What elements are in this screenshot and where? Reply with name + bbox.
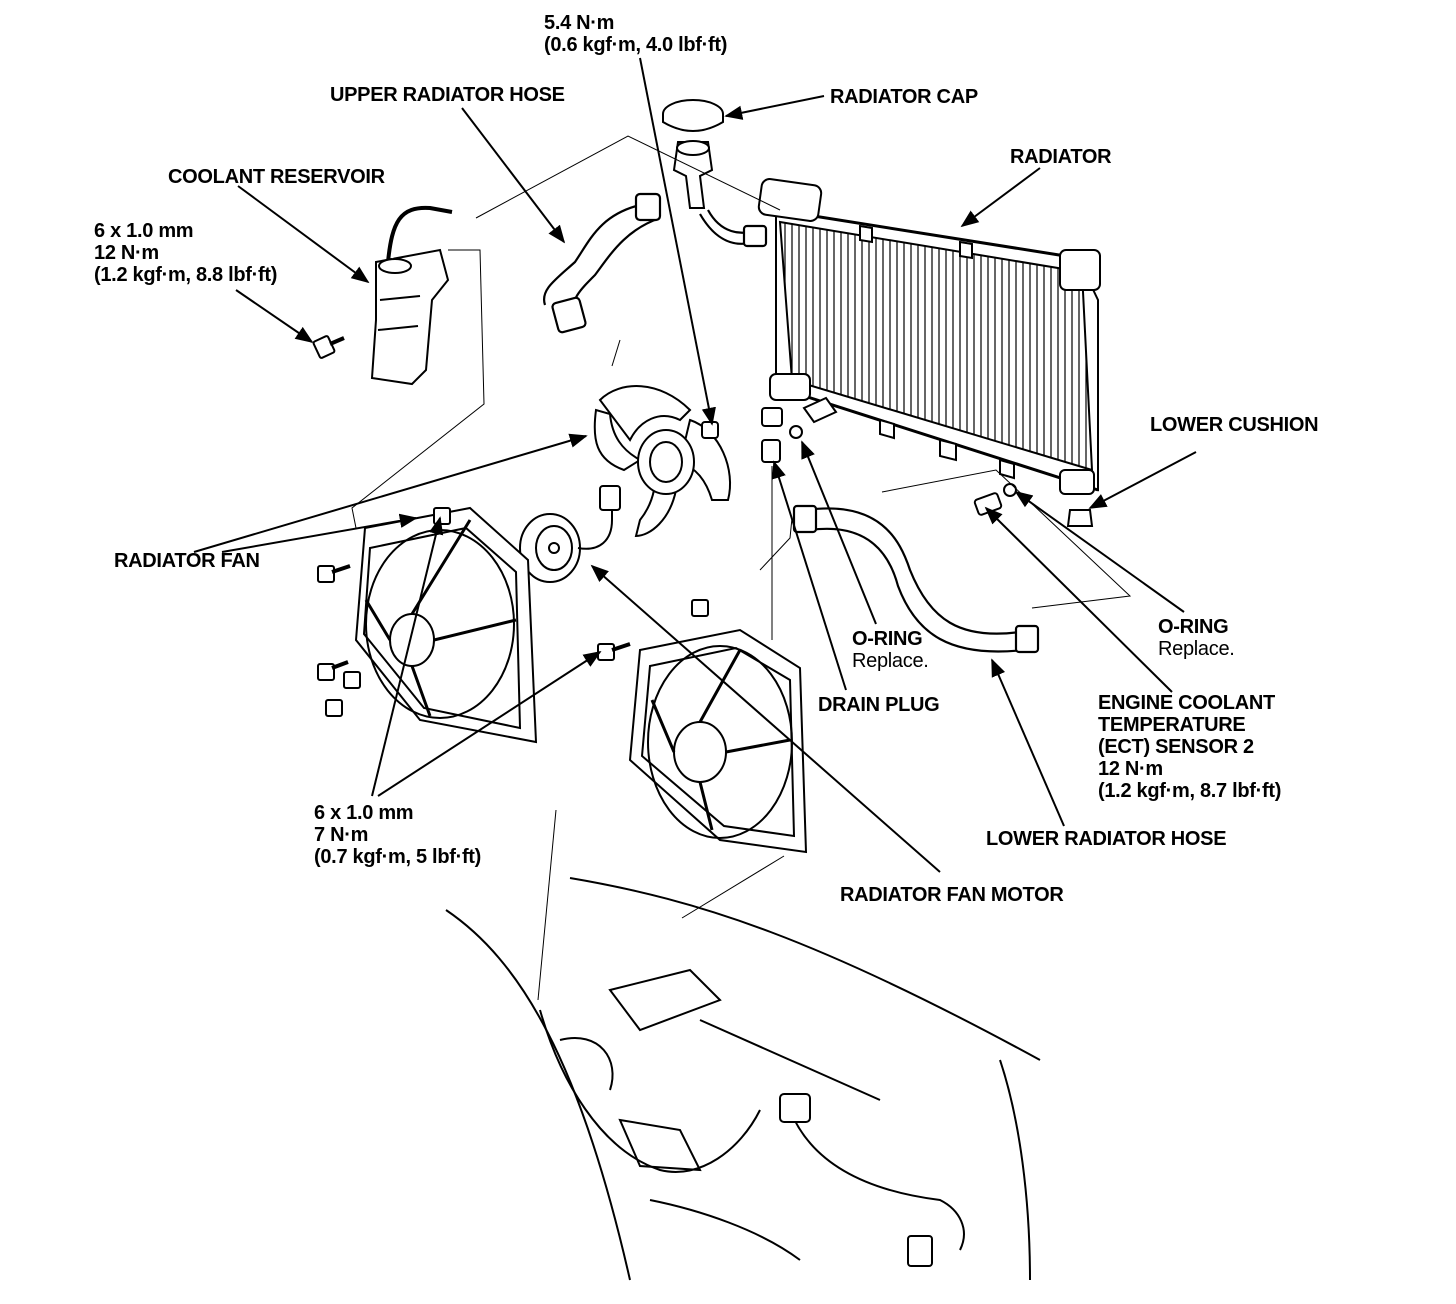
ect-line3: (ECT) SENSOR 2 — [1098, 736, 1254, 758]
torque-shroud-line1: 6 x 1.0 mm — [314, 802, 414, 824]
oring-left-label: O-RING Replace. — [852, 628, 929, 672]
upper-radiator-hose-label: UPPER RADIATOR HOSE — [330, 84, 565, 106]
shroud-bolts-drawing — [317, 507, 709, 717]
torque-reservoir-line3: (1.2 kgf·m, 8.8 lbf·ft) — [94, 264, 278, 286]
leader-arrows — [193, 57, 1197, 873]
ect-line5: (1.2 kgf·m, 8.7 lbf·ft) — [1098, 780, 1282, 802]
torque-top-line2: (0.6 kgf·m, 4.0 lbf·ft) — [544, 34, 728, 56]
coolant-reservoir-drawing — [370, 205, 453, 386]
torque-top-line1: 5.4 N·m — [544, 12, 615, 34]
lower-radiator-hose-label: LOWER RADIATOR HOSE — [986, 828, 1227, 850]
oring-right-title: O-RING — [1158, 616, 1229, 638]
radiator-cap-drawing — [662, 99, 724, 209]
ect-sensor-label: ENGINE COOLANT TEMPERATURE (ECT) SENSOR … — [1098, 692, 1281, 802]
right-fan-shroud-drawing — [628, 628, 808, 854]
reservoir-bolt-drawing — [312, 335, 345, 359]
coolant-reservoir-label: COOLANT RESERVOIR — [168, 166, 385, 188]
radiator-fan-drawing — [593, 385, 732, 538]
ect-line1: ENGINE COOLANT — [1098, 692, 1275, 714]
ect-line4: 12 N·m — [1098, 758, 1163, 780]
radiator-drawing — [757, 178, 1101, 495]
torque-reservoir-line2: 12 N·m — [94, 242, 159, 264]
torque-reservoir-line1: 6 x 1.0 mm — [94, 220, 194, 242]
ect-line2: TEMPERATURE — [1098, 714, 1246, 736]
radiator-fan-label: RADIATOR FAN — [114, 550, 260, 572]
oring-left-title: O-RING — [852, 628, 923, 650]
left-fan-shroud-drawing — [354, 506, 538, 744]
lower-cushion-label: LOWER CUSHION — [1150, 414, 1319, 436]
torque-shroud-line3: (0.7 kgf·m, 5 lbf·ft) — [314, 846, 482, 868]
radiator-cap-label: RADIATOR CAP — [830, 86, 978, 108]
drain-plug-label: DRAIN PLUG — [818, 694, 940, 716]
lower-radiator-hose-drawing — [792, 504, 1040, 654]
engine-bay-drawing — [445, 877, 1041, 1281]
radiator-label: RADIATOR — [1010, 146, 1112, 168]
upper-radiator-hose-drawing — [542, 192, 768, 334]
torque-shroud-line2: 7 N·m — [314, 824, 369, 846]
oring-right-note: Replace. — [1158, 638, 1235, 660]
torque-label-top: 5.4 N·m (0.6 kgf·m, 4.0 lbf·ft) — [544, 12, 727, 56]
torque-label-reservoir: 6 x 1.0 mm 12 N·m (1.2 kgf·m, 8.8 lbf·ft… — [94, 220, 277, 286]
oring-left-note: Replace. — [852, 650, 929, 672]
fan-motor-drawing — [519, 485, 621, 583]
torque-label-shroud: 6 x 1.0 mm 7 N·m (0.7 kgf·m, 5 lbf·ft) — [314, 802, 481, 868]
oring-right-label: O-RING Replace. — [1158, 616, 1235, 660]
radiator-fan-motor-label: RADIATOR FAN MOTOR — [840, 884, 1064, 906]
